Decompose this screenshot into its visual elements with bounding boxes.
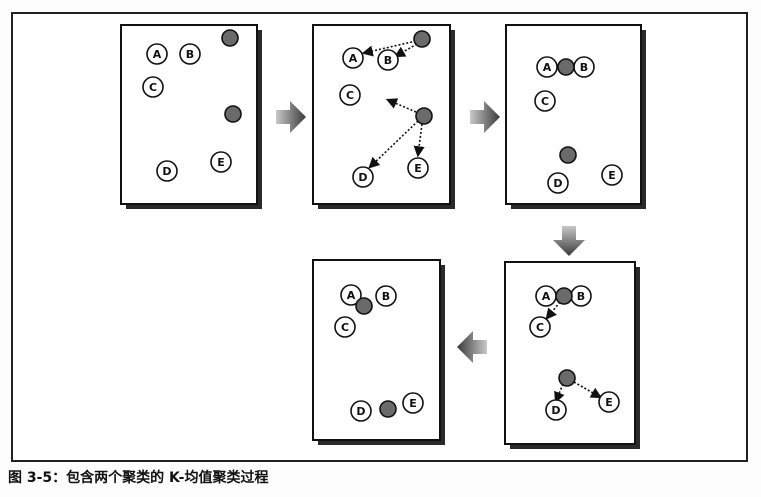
item-d-node: D [156, 160, 178, 182]
svg-text:D: D [553, 177, 562, 190]
panel-step-1: A B C D E [120, 24, 262, 209]
svg-text:D: D [551, 404, 560, 417]
assign-line-e [573, 381, 603, 399]
item-c-node: C [339, 84, 361, 106]
item-d-node: D [545, 399, 567, 421]
item-c-node: C [334, 316, 356, 338]
item-e-node: E [210, 151, 232, 173]
item-b-node: B [573, 56, 595, 78]
svg-text:E: E [414, 162, 422, 175]
panel-step-2: A B C D E [312, 24, 455, 209]
centroid-1 [557, 58, 575, 76]
svg-text:E: E [217, 156, 225, 169]
item-d-node: D [547, 172, 569, 194]
centroid-2 [558, 369, 576, 387]
item-d-node: D [350, 400, 372, 422]
item-e-node: E [407, 157, 429, 179]
svg-text:B: B [186, 48, 194, 61]
flow-arrow-1 [276, 101, 306, 133]
assign-line-a [361, 40, 417, 57]
centroid-2 [559, 146, 577, 164]
svg-text:A: A [349, 52, 358, 65]
item-a-node: A [340, 284, 362, 306]
centroid-2 [415, 107, 433, 125]
flow-arrow-2 [470, 101, 500, 133]
centroid-1 [413, 30, 431, 48]
panel-step-5: A B C D E [312, 259, 445, 445]
flow-arrow-4 [457, 331, 487, 363]
assign-line-e [413, 123, 425, 158]
svg-text:B: B [382, 290, 390, 303]
assign-line-c [385, 98, 417, 113]
item-b-node: B [375, 285, 397, 307]
svg-text:B: B [384, 54, 392, 67]
item-a-node: A [536, 56, 558, 78]
item-c-node: C [529, 316, 551, 338]
item-a-node: A [146, 43, 168, 65]
item-c-node: C [142, 76, 164, 98]
assign-line-b [393, 43, 418, 58]
svg-text:E: E [409, 397, 417, 410]
svg-text:D: D [358, 171, 367, 184]
centroid-1 [555, 287, 573, 305]
svg-text:D: D [356, 405, 365, 418]
item-b-node: B [179, 43, 201, 65]
svg-text:A: A [543, 61, 552, 74]
centroid-1 [355, 297, 373, 315]
svg-text:C: C [346, 89, 354, 102]
svg-text:C: C [536, 321, 544, 334]
item-e-node: E [601, 164, 623, 186]
item-b-node: B [570, 285, 592, 307]
svg-text:E: E [608, 169, 616, 182]
svg-text:C: C [541, 95, 549, 108]
figure-caption: 图 3-5：包含两个聚类的 K-均值聚类过程 [8, 470, 269, 486]
svg-text:B: B [580, 61, 588, 74]
svg-text:C: C [341, 321, 349, 334]
svg-text:E: E [605, 396, 613, 409]
centroid-1 [221, 29, 239, 47]
svg-text:A: A [347, 289, 356, 302]
item-d-node: D [352, 166, 374, 188]
svg-text:B: B [577, 290, 585, 303]
item-b-node: B [377, 49, 399, 71]
panel-step-3: A B C D E [505, 24, 646, 209]
centroid-2 [379, 400, 397, 418]
panel-step-4: A B C D E [504, 261, 640, 449]
svg-text:D: D [162, 165, 171, 178]
centroid-2 [224, 105, 242, 123]
assign-line-c [545, 301, 561, 320]
assign-line-d [554, 383, 565, 404]
item-c-node: C [534, 90, 556, 112]
assign-line-d [368, 120, 419, 169]
item-e-node: E [598, 391, 620, 413]
flow-arrow-3 [553, 226, 585, 256]
svg-text:C: C [149, 81, 157, 94]
svg-text:A: A [153, 48, 162, 61]
item-a-node: A [535, 285, 557, 307]
item-e-node: E [402, 392, 424, 414]
item-a-node: A [342, 47, 364, 69]
svg-text:A: A [542, 290, 551, 303]
